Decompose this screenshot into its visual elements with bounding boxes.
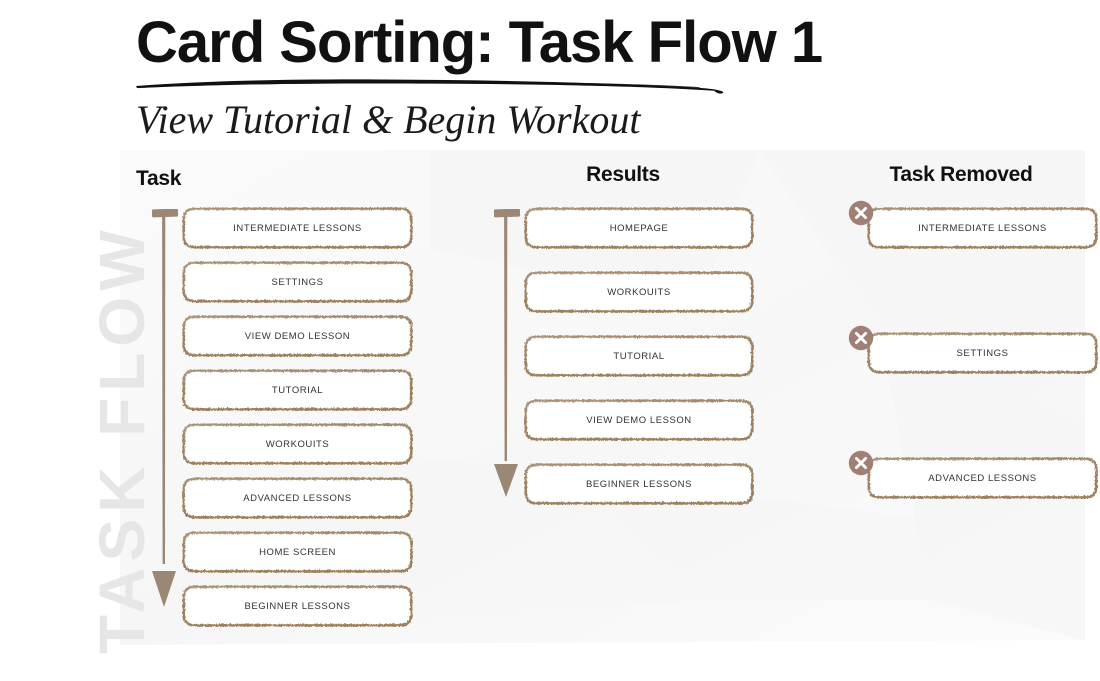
card[interactable]: SETTINGS — [867, 332, 1098, 374]
card-label: SETTINGS — [956, 347, 1009, 359]
card-label: SETTINGS — [271, 276, 324, 288]
card-list-task: INTERMEDIATE LESSONS SETTINGS — [182, 207, 413, 639]
card[interactable]: SETTINGS — [182, 261, 413, 303]
card-label: TUTORIAL — [613, 350, 665, 362]
column-header-task: Task — [136, 167, 182, 190]
card[interactable]: BEGINNER LESSONS — [182, 585, 413, 627]
card-label: HOME SCREEN — [259, 546, 336, 558]
card-label: ADVANCED LESSONS — [928, 472, 1037, 484]
card-label: VIEW DEMO LESSON — [244, 330, 351, 342]
card[interactable]: TUTORIAL — [524, 335, 754, 377]
card-label: BEGINNER LESSONS — [586, 478, 692, 490]
card[interactable]: INTERMEDIATE LESSONS — [182, 207, 413, 249]
card[interactable]: VIEW DEMO LESSON — [524, 399, 754, 441]
column-header-task-removed: Task Removed — [889, 163, 1033, 186]
card-label: BEGINNER LESSONS — [244, 600, 351, 612]
page-subtitle: View Tutorial & Begin Workout — [136, 97, 641, 142]
card-label: TUTORIAL — [271, 384, 324, 396]
flow-arrow-down-task — [151, 209, 179, 607]
card-label: HOMEPAGE — [609, 222, 669, 234]
card[interactable]: HOME SCREEN — [182, 531, 413, 573]
card[interactable]: VIEW DEMO LESSON — [182, 315, 413, 357]
brush-underline-icon — [136, 79, 724, 94]
card-list-results: HOMEPAGE WORKOUITS — [524, 207, 754, 527]
column-header-results: Results — [586, 163, 660, 186]
card[interactable]: TUTORIAL — [182, 369, 413, 411]
flow-arrow-down-results — [493, 209, 521, 497]
page-title: Card Sorting: Task Flow 1 — [136, 10, 823, 75]
card[interactable]: INTERMEDIATE LESSONS — [867, 207, 1098, 249]
remove-x-icon[interactable] — [848, 325, 874, 351]
card[interactable]: WORKOUITS — [182, 423, 413, 465]
card[interactable]: ADVANCED LESSONS — [867, 457, 1098, 499]
card-label: ADVANCED LESSONS — [243, 492, 352, 504]
card[interactable]: HOMEPAGE — [524, 207, 754, 249]
card-label: INTERMEDIATE LESSONS — [918, 222, 1047, 234]
card-label: VIEW DEMO LESSON — [586, 414, 692, 426]
remove-x-icon[interactable] — [848, 450, 874, 476]
card[interactable]: WORKOUITS — [524, 271, 754, 313]
card-label: WORKOUITS — [265, 438, 330, 450]
card-label: WORKOUITS — [607, 286, 671, 298]
card[interactable]: BEGINNER LESSONS — [524, 463, 754, 505]
card[interactable]: ADVANCED LESSONS — [182, 477, 413, 519]
header: Card Sorting: Task Flow 1 View Tutorial … — [136, 14, 936, 143]
remove-x-icon[interactable] — [848, 200, 874, 226]
card-label: INTERMEDIATE LESSONS — [233, 222, 362, 234]
